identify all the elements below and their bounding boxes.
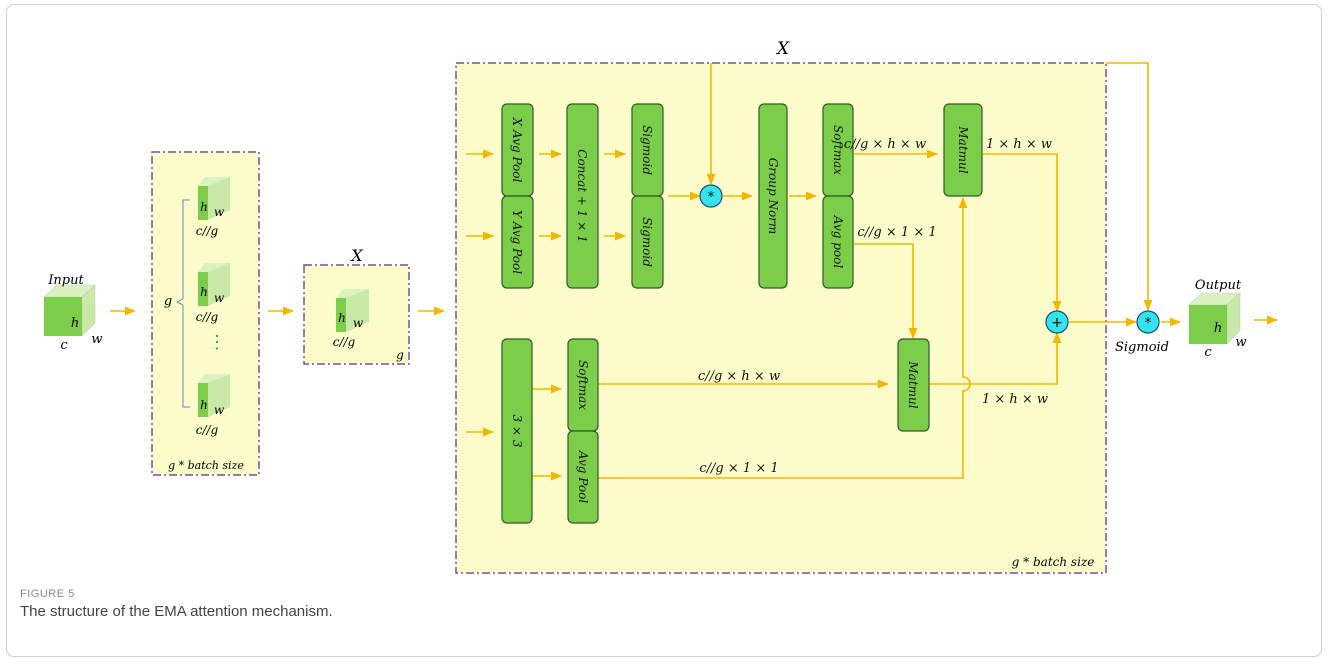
group-vdots: ⋮ [208,332,226,353]
group-g-label: g [164,294,172,309]
figure-label: FIGURE 5 [20,588,75,600]
x-mid-label: X [349,246,363,265]
output-c-label: c [1204,345,1212,360]
group-cube-1-w: w [214,205,225,219]
output-h-label: h [1214,321,1222,336]
group-cube-3-cg: c//g [196,423,219,437]
avgpool-top-label: Avg pool [831,215,845,269]
group-batch-label: g * batch size [168,459,244,472]
y-avg-pool-label: Y Avg Pool [510,210,524,274]
matmul-top-label: Matmul [956,125,970,173]
output-label: Output [1195,278,1242,293]
arrow-x-skip [1106,63,1148,310]
add-operator-symbol: + [1051,315,1063,331]
x-avg-pool-label: X Avg Pool [510,117,524,183]
input-label: Input [47,273,84,288]
group-cube-3-w: w [214,403,225,417]
edge-label-softmax-bot: c//g × h × w [698,369,780,384]
edge-label-avgpool-top: c//g × 1 × 1 [857,225,936,240]
x-top-label: X [775,39,790,59]
sigmoid-out-label: Sigmoid [1115,340,1169,355]
edge-label-softmax-top: c//g × h × w [844,137,926,152]
edge-label-matmul-top: 1 × h × w [986,137,1052,152]
softmax-bot-label: Softmax [576,360,590,410]
group-cube-2-w: w [214,291,225,305]
concat-label: Concat + 1 × 1 [575,149,589,242]
main-batch-label: g * batch size [1012,555,1095,569]
group-cube-3-h: h [200,398,208,412]
x-cube-w: w [353,316,364,330]
output-w-label: w [1235,335,1246,350]
figure-caption: The structure of the EMA attention mecha… [20,603,333,620]
group-cube-2-h: h [200,285,208,299]
group-cube-1-cg: c//g [196,224,219,238]
group-norm-label: Group Norm [766,158,780,235]
softmax-top-label: Softmax [831,125,845,175]
input-c-label: c [60,338,68,353]
matmul-mid-label: Matmul [906,360,920,408]
multiply-operator-2-symbol: * [1145,316,1152,331]
sigmoid2-label: Sigmoid [640,217,654,267]
avgpool-bot-label: Avg Pool [576,450,590,503]
x-cube-cg: c//g [333,335,356,349]
conv3-label: 3 × 3 [510,415,524,448]
x-panel-g: g [396,348,404,362]
multiply-operator-1-symbol: * [708,190,715,205]
edge-label-avgpool-bot: c//g × 1 × 1 [699,461,778,476]
group-cube-2-cg: c//g [196,310,219,324]
sigmoid1-label: Sigmoid [640,125,654,175]
output-cube [1189,293,1240,344]
x-cube-h: h [338,311,346,325]
input-h-label: h [71,316,79,331]
input-w-label: w [91,332,102,347]
group-cube-1-h: h [200,200,208,214]
input-cube [44,285,95,336]
edge-label-matmul-mid: 1 × h × w [982,392,1048,407]
